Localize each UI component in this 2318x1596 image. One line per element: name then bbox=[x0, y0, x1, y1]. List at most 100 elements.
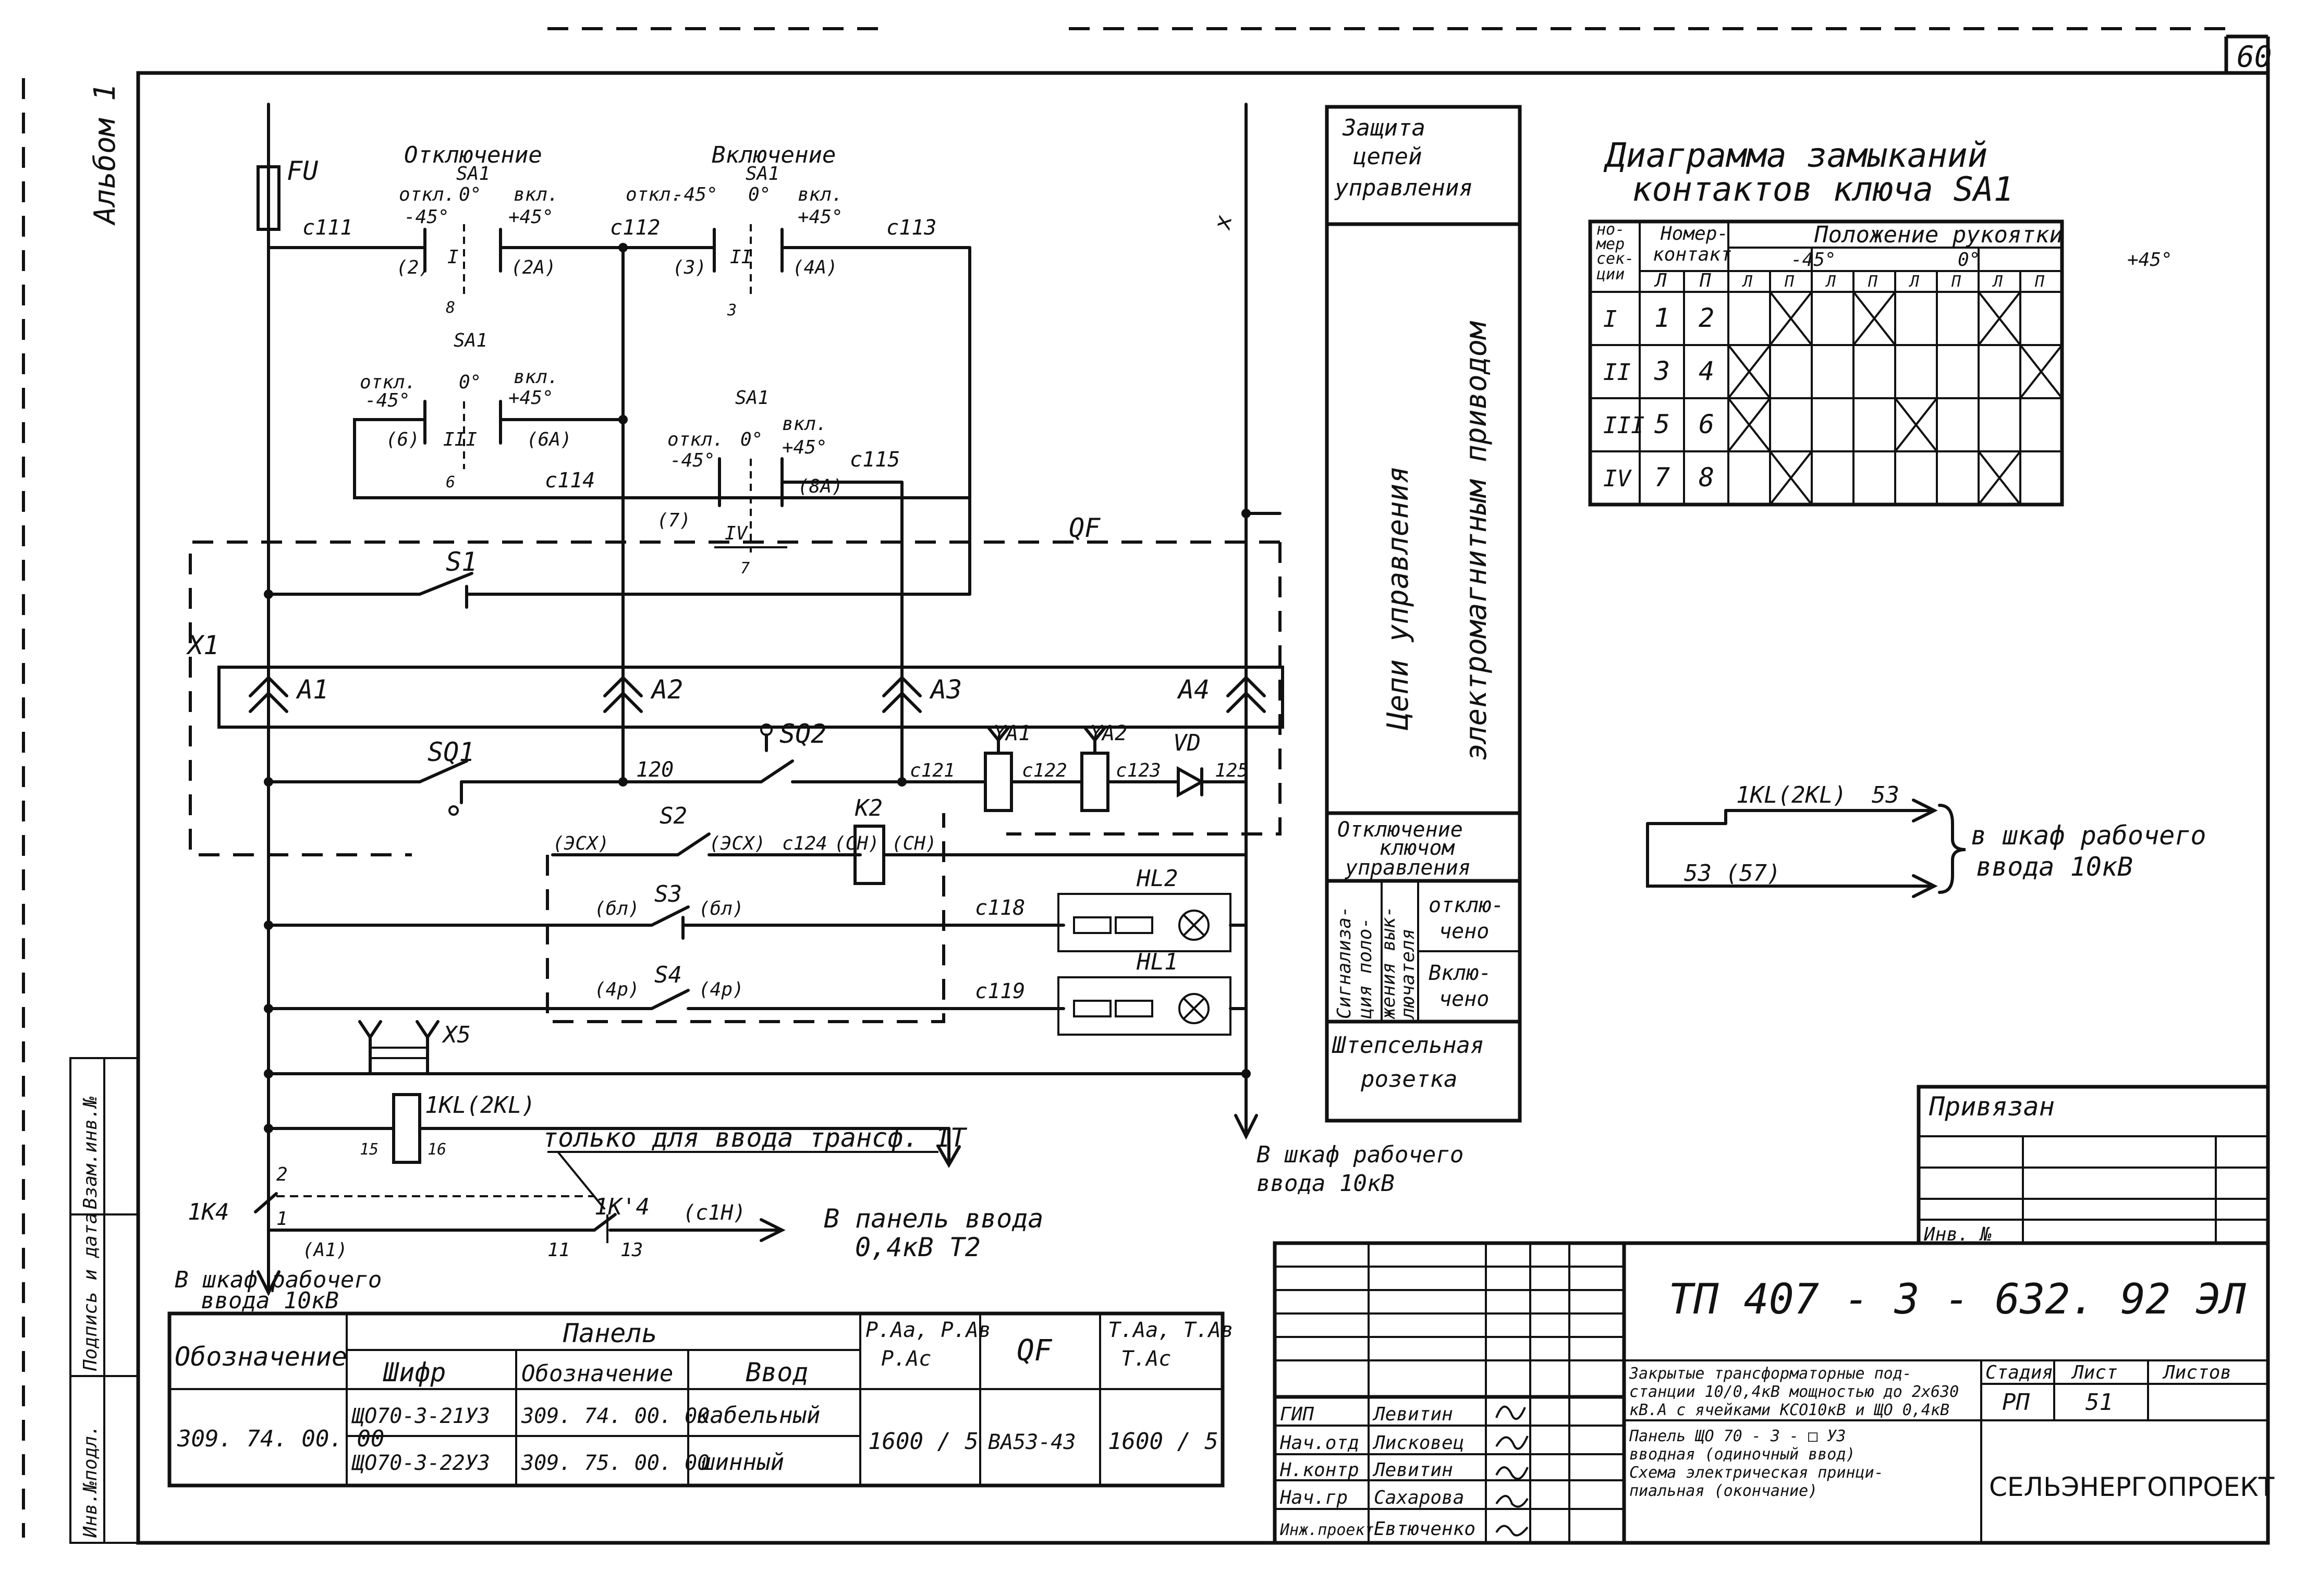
wire-125: 125 bbox=[1215, 760, 1249, 781]
ct-h-sec-0: но- bbox=[1596, 220, 1625, 239]
ct-cross-mark bbox=[1978, 291, 2021, 346]
wire-c122: с122 bbox=[1022, 760, 1067, 781]
ct-row-p-1: 4 bbox=[1699, 356, 1714, 386]
tb-sheet-no: 51 bbox=[2085, 1389, 2113, 1416]
pt-h-designation: Обозначение bbox=[175, 1342, 347, 1372]
relay-16: 16 bbox=[428, 1140, 446, 1159]
pt-qf-value: ВА53-43 bbox=[988, 1430, 1076, 1454]
tb-desc-3: пиальная (окончание) bbox=[1629, 1482, 1817, 1500]
pos-on-deg-3: +45° bbox=[508, 387, 554, 409]
ct-lp-2: Л bbox=[1825, 273, 1836, 291]
lamp-hl1: HL1 bbox=[1057, 949, 1231, 1036]
ct-row-l-1: 3 bbox=[1654, 356, 1670, 386]
ct-row-p-2: 6 bbox=[1699, 409, 1714, 439]
note-panel-in2: 0,4кВ Т2 bbox=[855, 1232, 981, 1262]
ct-cross-mark bbox=[1769, 450, 1813, 506]
pt-h-panel-desig: Обозначение bbox=[521, 1360, 673, 1387]
wire-c115: с115 bbox=[850, 448, 900, 472]
s4-label: S4 bbox=[654, 962, 682, 988]
terminal-strip-x1 bbox=[217, 666, 1284, 729]
pos-on-4: вкл. bbox=[782, 413, 827, 435]
ct-cross-mark bbox=[2019, 344, 2063, 399]
terminal-a1: А1 bbox=[249, 674, 328, 713]
pos-on-2: вкл. bbox=[798, 184, 843, 205]
off-state-1: отклю- bbox=[1429, 893, 1504, 917]
a4-label: А4 bbox=[1177, 674, 1210, 705]
ct-lp-7: П bbox=[2034, 273, 2045, 291]
ct-h-contact-1: контакт bbox=[1653, 244, 1732, 265]
protect-2: цепей bbox=[1353, 143, 1422, 170]
k4-n2: 2 bbox=[276, 1164, 288, 1185]
tb-code: ТП 407 - 3 - 632. 92 ЭЛ bbox=[1668, 1275, 2247, 1323]
ct-cross-mark bbox=[1727, 344, 1771, 399]
pos-off-4: откл. bbox=[667, 429, 724, 450]
ct-row-sec-2: III bbox=[1603, 412, 1644, 439]
sa1-name-2: SA1 bbox=[746, 163, 779, 185]
signature-3 bbox=[1495, 1495, 1529, 1508]
tb-sheets-h: Листов bbox=[2162, 1362, 2231, 1383]
wire-c114: с114 bbox=[545, 469, 595, 493]
a3-label: А3 bbox=[929, 674, 962, 705]
ct-row-sec-0: I bbox=[1603, 306, 1617, 333]
section-3: III bbox=[443, 429, 477, 450]
pt-r1-cabinet: ЩО70-3-22УЗ bbox=[351, 1451, 490, 1475]
wire-c119: с119 bbox=[975, 979, 1025, 1003]
k4-n13: 13 bbox=[620, 1239, 643, 1261]
contact-6: (6) bbox=[386, 429, 420, 450]
ct-cross-mark bbox=[1894, 397, 1938, 452]
tb-name-0: Левитин bbox=[1372, 1404, 1453, 1425]
note-cab-left2: ввода 10кВ bbox=[201, 1287, 339, 1314]
ct-h-sec-3: ции bbox=[1596, 265, 1625, 284]
schematic: FU х с111 Отключение Включение SA1 откл.… bbox=[175, 103, 1463, 1314]
ct-lp-contact-l: Л bbox=[1654, 270, 1667, 291]
s3-label: S3 bbox=[654, 881, 682, 907]
terminal-a3: А3 bbox=[882, 674, 962, 713]
pt-h-ta-1: Т.Ас bbox=[1121, 1347, 1171, 1371]
note-panel-in: В панель ввода bbox=[824, 1204, 1043, 1234]
protect-3: управления bbox=[1334, 175, 1473, 201]
signature-0 bbox=[1495, 1405, 1526, 1420]
tb-name-1: Лисковец bbox=[1372, 1432, 1464, 1454]
contact-4a: (4А) bbox=[792, 257, 838, 278]
s4-right: (4р) bbox=[699, 979, 744, 1000]
ct-lp-1: П bbox=[1784, 273, 1795, 291]
ya1-label: YА1 bbox=[993, 721, 1031, 745]
socket-1: Штепсельная bbox=[1332, 1032, 1484, 1059]
pos-off-3: откл. bbox=[360, 372, 416, 393]
off-key-1: Отключение bbox=[1337, 818, 1463, 842]
k2-left: (СН) bbox=[834, 833, 880, 854]
pos-off-deg-3: -45° bbox=[365, 390, 410, 411]
k4-label: 1К4 bbox=[188, 1199, 229, 1225]
note-cab-left: В шкаф рабочего bbox=[175, 1267, 382, 1293]
ct-lp-4: Л bbox=[1908, 273, 1920, 291]
pos-on-3: вкл. bbox=[514, 366, 559, 388]
panel-table: Обозначение Панель Шифр Обозначение Ввод… bbox=[167, 1311, 1234, 1488]
em-drive-label: электромагнитным приводом bbox=[1459, 321, 1493, 761]
pt-r0-cabinet: ЩО70-3-21УЗ bbox=[351, 1404, 490, 1428]
wire-c121: с121 bbox=[910, 760, 955, 781]
lamp-hl2: HL2 bbox=[1057, 865, 1231, 952]
relay-note: 1КL(2КL) 53 53 (57) в шкаф рабочего ввод… bbox=[1646, 782, 2206, 898]
ct-lp-5: П bbox=[1951, 273, 1961, 291]
labels-column: Защита цепей управления Цепи управления … bbox=[1325, 105, 1522, 1123]
tb-role-2: Н.контр bbox=[1279, 1459, 1359, 1481]
wire-120: 120 bbox=[636, 758, 674, 782]
a2-label: А2 bbox=[650, 674, 683, 705]
pos-on-deg-4: +45° bbox=[782, 437, 827, 458]
terminal-a2: А2 bbox=[603, 674, 683, 713]
s2-label: S2 bbox=[660, 803, 687, 829]
pt-r0-panel: 309. 74. 00. 00 bbox=[521, 1404, 710, 1428]
signal-2: ция поло- bbox=[1355, 917, 1376, 1019]
signature-2 bbox=[1495, 1466, 1529, 1480]
contact-2: (2) bbox=[396, 257, 430, 278]
tb-proj-2: кВ.А с ячейками КСО10кВ и ЩО 0,4кВ bbox=[1629, 1401, 1949, 1419]
ct-row-sec-1: II bbox=[1603, 359, 1631, 386]
sq2-label: SQ2 bbox=[779, 719, 826, 749]
pos-off-deg-4: -45° bbox=[670, 450, 715, 471]
tb-name-3: Сахарова bbox=[1374, 1487, 1464, 1508]
fuse-label: FU bbox=[287, 156, 319, 186]
k4-n11: 11 bbox=[547, 1239, 570, 1261]
pos-on-deg-2: +45° bbox=[798, 206, 843, 228]
